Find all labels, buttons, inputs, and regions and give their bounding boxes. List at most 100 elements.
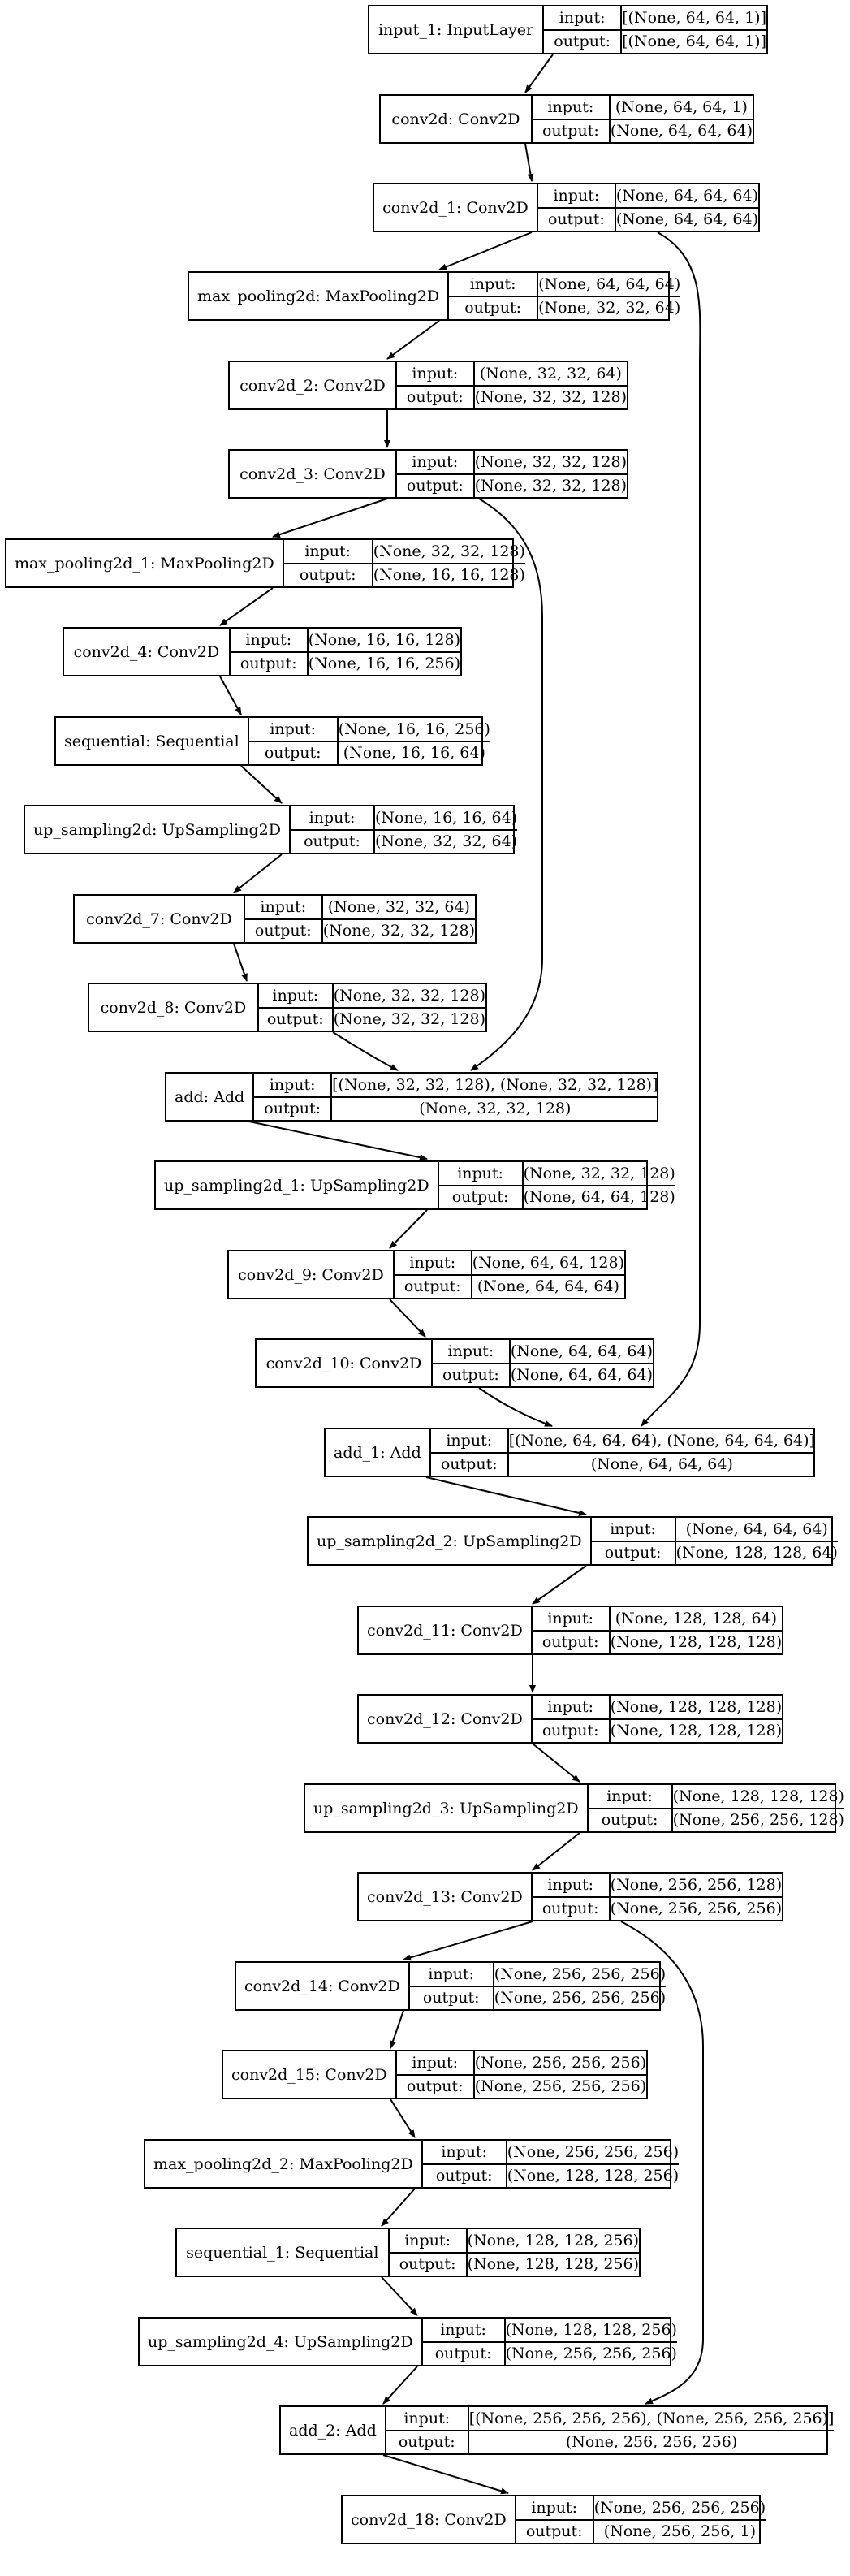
input-key-label: input: — [431, 1429, 509, 1452]
input-key-label: input: — [423, 2319, 506, 2341]
input-shape-value: (None, 64, 64, 64) — [510, 1342, 653, 1360]
output-shape-value: (None, 128, 128, 128) — [610, 1722, 783, 1740]
edge-sequential-to-up-sampling2d — [240, 765, 283, 804]
input-shape-value: [(None, 64, 64, 1)] — [622, 8, 766, 27]
edge-max-pooling2d-1-to-conv2d-4 — [219, 587, 274, 626]
layer-label: conv2d_2: Conv2D — [230, 362, 397, 408]
input-shape-value: (None, 32, 32, 64) — [327, 897, 470, 916]
output-shape-value: (None, 128, 128, 128) — [610, 1633, 783, 1652]
output-shape-value: (None, 64, 64, 64) — [477, 1277, 619, 1296]
output-key-label: output: — [231, 652, 309, 675]
layer-output-row: output:[(None, 64, 64, 1)] — [544, 28, 766, 53]
layer-label: add_1: Add — [326, 1429, 431, 1476]
input-key-label: input: — [516, 2496, 594, 2519]
input-shape-value: (None, 16, 16, 256) — [338, 720, 490, 738]
layer-input-row: input:(None, 32, 32, 64) — [245, 896, 475, 918]
layer-output-row: output:(None, 16, 16, 64) — [248, 740, 490, 764]
layer-output-row: output:(None, 64, 64, 128) — [438, 1184, 675, 1208]
output-shape-value: [(None, 64, 64, 1)] — [622, 32, 766, 51]
input-key-label: input: — [386, 2407, 469, 2430]
output-shape-value: (None, 16, 16, 64) — [343, 744, 485, 763]
layer-input-row: input:(None, 32, 32, 128) — [284, 540, 525, 563]
output-key-label: output: — [533, 119, 611, 142]
output-key-label: output: — [439, 1186, 524, 1208]
input-key-label: input: — [249, 718, 339, 741]
output-shape-value: (None, 256, 256, 256) — [505, 2345, 677, 2363]
layer-input-row: input:(None, 64, 64, 128) — [395, 1251, 624, 1274]
layer-input-row: input:(None, 256, 256, 256) — [516, 2496, 766, 2519]
input-shape-value: [(None, 64, 64, 64), (None, 64, 64, 64)] — [508, 1431, 815, 1450]
layer-input-row: input:(None, 64, 64, 64) — [592, 1518, 838, 1541]
edge-add-to-up-sampling2d-1 — [248, 1121, 428, 1161]
output-shape-value: (None, 32, 32, 128) — [474, 477, 627, 495]
output-shape-value: (None, 64, 64, 64) — [510, 1366, 653, 1385]
edge-conv2d-10-to-add-1 — [478, 1387, 553, 1427]
input-shape-value: (None, 64, 64, 64) — [538, 274, 681, 293]
layer-input-row: input:(None, 32, 32, 64) — [397, 362, 627, 385]
output-shape-value: (None, 256, 256, 1) — [603, 2522, 757, 2541]
layer-input-row: input:(None, 128, 128, 256) — [423, 2319, 677, 2341]
edge-up-sampling2d-to-conv2d-7 — [233, 854, 283, 893]
layer-input-row: input:(None, 256, 256, 256) — [410, 1963, 666, 1986]
layer-label: conv2d_12: Conv2D — [359, 1696, 533, 1742]
layer-input-row: input:(None, 64, 64, 64) — [433, 1340, 653, 1363]
layer-label: add: Add — [166, 1074, 255, 1120]
edge-conv2d-15-to-max-pooling2d-2 — [390, 2098, 416, 2138]
input-key-label: input: — [284, 540, 373, 563]
output-key-label: output: — [589, 1809, 673, 1831]
layer-input-row: input:(None, 64, 64, 64) — [449, 273, 680, 296]
input-key-label: input: — [397, 362, 475, 385]
input-shape-value: [(None, 256, 256, 256), (None, 256, 256,… — [468, 2409, 835, 2427]
output-key-label: output: — [544, 30, 623, 53]
layer-output-row: output:(None, 256, 256, 128) — [588, 1807, 844, 1831]
layer-label: up_sampling2d: UpSampling2D — [25, 806, 291, 853]
input-shape-value: (None, 128, 128, 128) — [672, 1787, 844, 1805]
edge-conv2d-8-to-add — [332, 1031, 399, 1071]
layer-output-row: output:(None, 128, 128, 256) — [422, 2163, 680, 2187]
layer-output-row: output:(None, 32, 32, 128) — [396, 473, 627, 497]
layer-output-row: output:(None, 64, 64, 64) — [430, 1451, 815, 1476]
layer-input-row: input:(None, 128, 128, 64) — [533, 1607, 782, 1630]
layer-output-row: output:(None, 128, 128, 64) — [591, 1540, 838, 1564]
input-shape-value: (None, 32, 32, 128) — [474, 452, 627, 471]
layer-output-row: output:(None, 256, 256, 256) — [396, 2073, 647, 2098]
output-key-label: output: — [390, 2253, 468, 2276]
edge-conv2d-3-to-max-pooling2d-1 — [272, 498, 388, 538]
input-shape-value: (None, 256, 256, 256) — [494, 1964, 667, 1983]
input-shape-value: (None, 64, 64, 1) — [615, 97, 748, 116]
edge-sequential-1-to-up-sampling2d-4 — [381, 2276, 418, 2316]
edge-conv2d-1-to-max-pooling2d — [438, 231, 533, 270]
layer-input-row: input:(None, 256, 256, 256) — [397, 2051, 646, 2074]
output-key-label: output: — [397, 2075, 475, 2098]
output-key-label: output: — [538, 208, 616, 231]
output-key-label: output: — [423, 2164, 507, 2187]
layer-input-row: input:[(None, 64, 64, 1)] — [544, 6, 766, 29]
layer-input-row: input:(None, 256, 256, 128) — [533, 1874, 782, 1896]
layer-output-row: output:(None, 64, 64, 64) — [532, 118, 753, 142]
output-shape-value: (None, 16, 16, 128) — [373, 566, 525, 585]
input-key-label: input: — [538, 184, 616, 207]
layer-label: conv2d_14: Conv2D — [236, 1963, 410, 2009]
input-key-label: input: — [533, 1874, 611, 1896]
layer-output-row: output:(None, 128, 128, 128) — [532, 1718, 783, 1742]
layer-label: conv2d_8: Conv2D — [89, 984, 259, 1031]
input-shape-value: (None, 16, 16, 128) — [308, 630, 460, 649]
output-shape-value: (None, 32, 32, 128) — [333, 1010, 485, 1029]
